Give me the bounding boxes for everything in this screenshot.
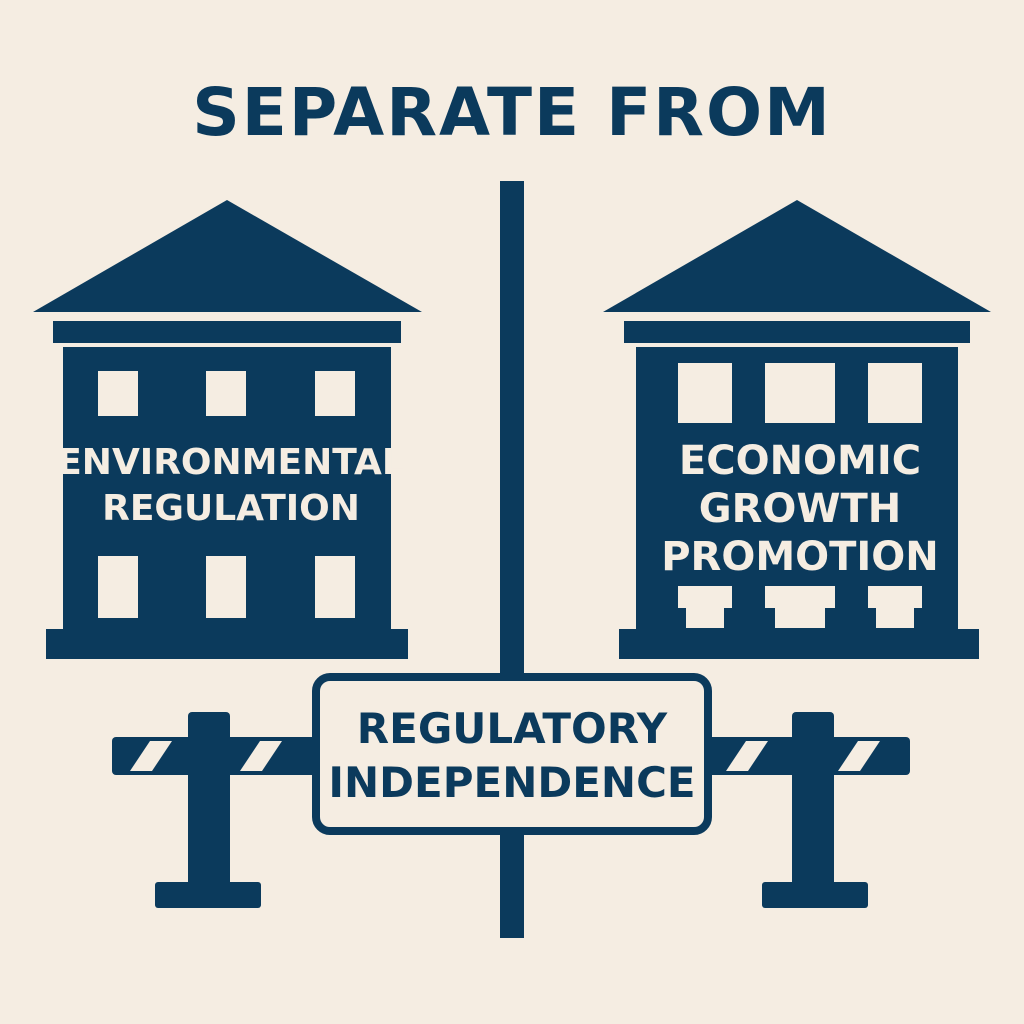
left-building-label-line: REGULATION: [56, 486, 406, 532]
right-building-label-line: ECONOMIC: [640, 437, 960, 485]
window: [868, 363, 922, 423]
right-building-label: ECONOMIC GROWTH PROMOTION: [640, 437, 960, 581]
column-foot: [765, 586, 835, 608]
column-foot: [678, 586, 732, 608]
right-building-label-line: GROWTH: [640, 485, 960, 533]
left-building-label-line: ENVIRONMENTAL: [56, 440, 406, 486]
barrier-post-left: [188, 712, 230, 892]
right-building-base: [619, 629, 979, 659]
window: [315, 556, 355, 618]
sign-label: REGULATORY INDEPENDENCE: [318, 702, 706, 810]
barrier-post-left-foot: [155, 882, 261, 908]
column-foot: [876, 608, 914, 628]
left-building-roof: [33, 200, 422, 312]
window: [98, 371, 138, 416]
left-building-label: ENVIRONMENTAL REGULATION: [56, 440, 406, 532]
column-foot: [775, 608, 825, 628]
right-building-roof: [603, 200, 991, 312]
window: [315, 371, 355, 416]
left-building-entablature: [53, 321, 401, 343]
right-building-entablature: [624, 321, 970, 343]
window: [206, 556, 246, 618]
barrier-post-right-foot: [762, 882, 868, 908]
sign-label-line: REGULATORY: [318, 702, 706, 756]
column-foot: [868, 586, 922, 608]
left-building: [33, 200, 422, 659]
window: [678, 363, 732, 423]
window: [98, 556, 138, 618]
window: [206, 371, 246, 416]
barrier-post-right: [792, 712, 834, 892]
right-building: [603, 200, 991, 659]
left-building-base: [46, 629, 408, 659]
page-title: SEPARATE FROM: [0, 78, 1024, 148]
column-foot: [686, 608, 724, 628]
right-building-label-line: PROMOTION: [640, 533, 960, 581]
sign-label-line: INDEPENDENCE: [318, 756, 706, 810]
window: [765, 363, 835, 423]
